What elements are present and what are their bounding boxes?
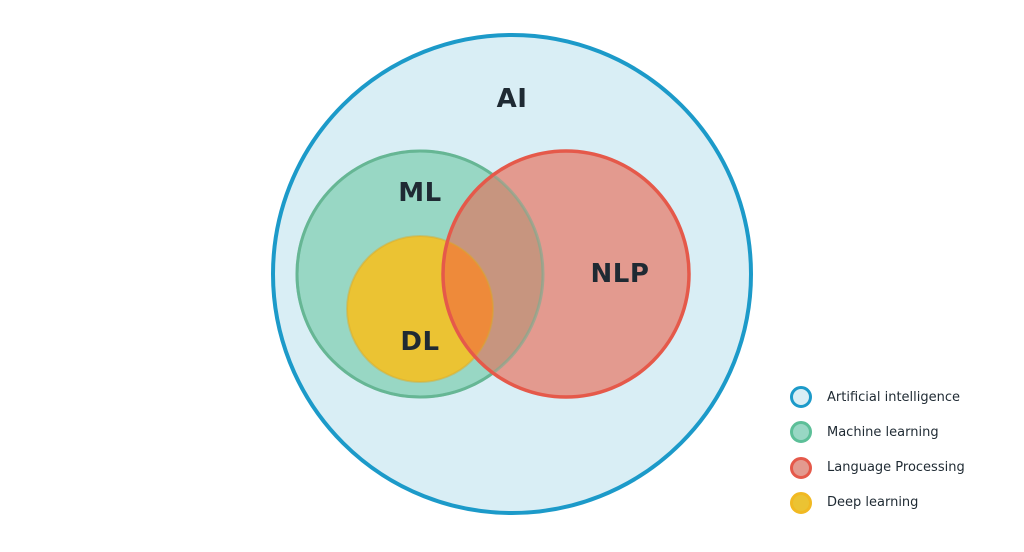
dl-circle-outline (346, 235, 494, 383)
nlp-label: NLP (591, 259, 650, 289)
legend-item-ml: Machine learning (790, 421, 1020, 444)
legend-label-dl: Deep learning (827, 495, 919, 511)
legend: Artificial intelligence Machine learning… (790, 386, 1020, 527)
ml-circle-outline (295, 149, 545, 399)
nlp-swatch-icon (790, 456, 812, 479)
ml-label: ML (398, 178, 441, 208)
ml-swatch-icon (790, 421, 812, 444)
legend-label-ai: Artificial intelligence (827, 389, 961, 405)
dl-swatch-icon (790, 491, 812, 514)
legend-item-ai: Artificial intelligence (790, 386, 1020, 408)
ml-nlp-overlap (443, 151, 543, 397)
legend-item-dl: Deep learning (790, 491, 1020, 514)
ai-label: AI (497, 84, 528, 114)
ai-swatch-icon (790, 386, 812, 408)
legend-label-nlp: Language Processing (827, 460, 965, 476)
legend-label-ml: Machine learning (827, 424, 939, 440)
legend-item-nlp: Language Processing (790, 456, 1020, 479)
nlp-circle-outline (441, 149, 691, 399)
dl-label: DL (400, 327, 439, 357)
